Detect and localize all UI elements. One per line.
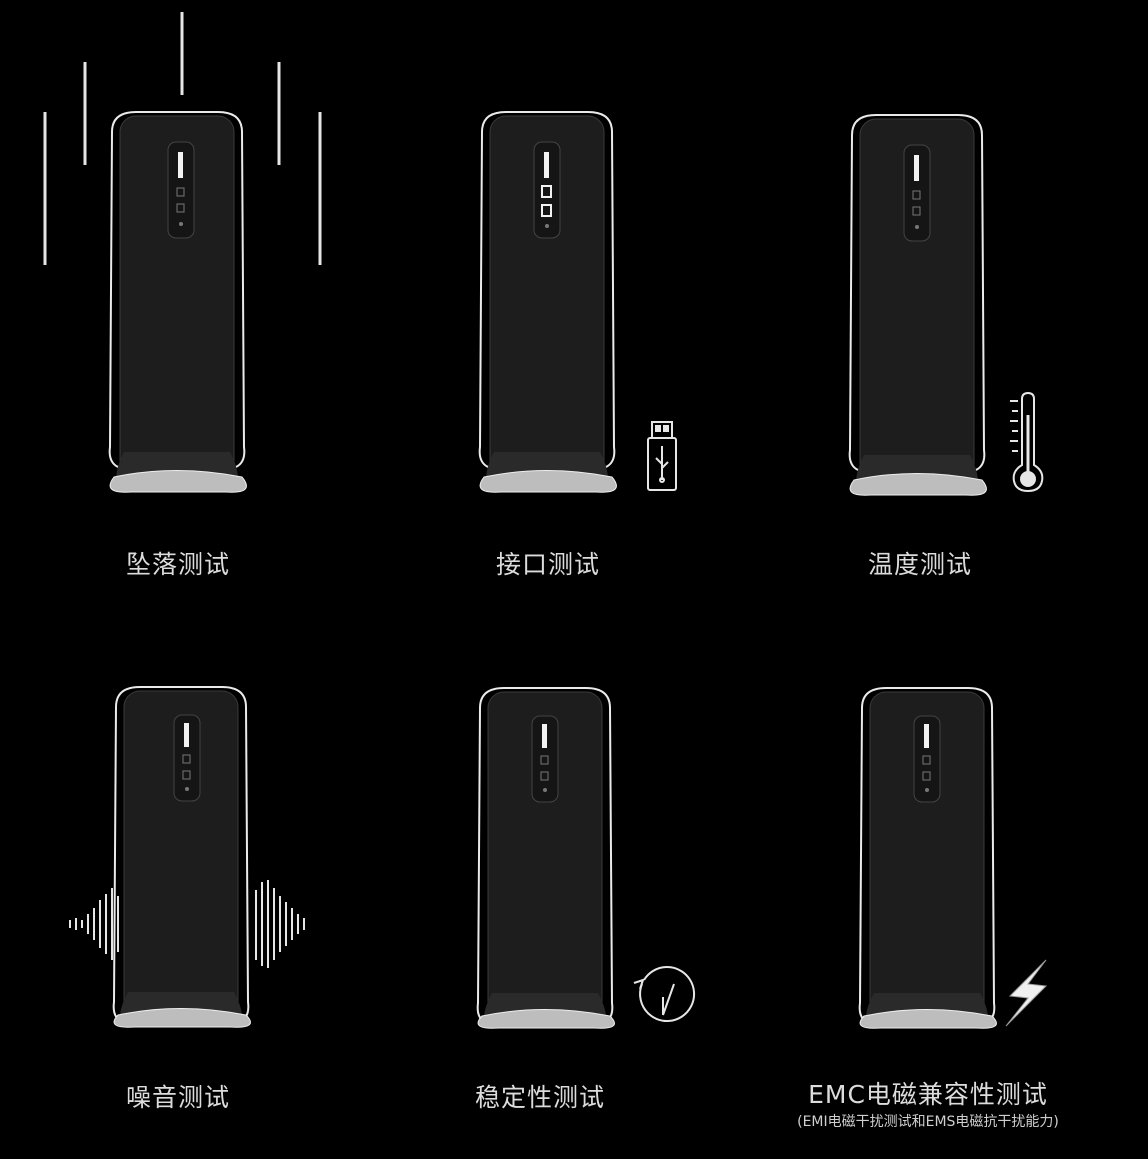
device-interface (478, 111, 677, 493)
device-drop (43, 12, 322, 493)
thermometer-icon (1010, 391, 1044, 493)
tile-stability-test: 稳定性测试 (380, 600, 760, 1159)
tile-emc-test: EMC电磁兼容性测试 (EMI电磁干扰测试和EMS电磁抗干扰能力) (760, 600, 1148, 1159)
test-label: 接口测试 (495, 550, 601, 579)
test-label: 坠落测试 (125, 550, 231, 579)
tile-noise-test: 噪音测试 (0, 600, 380, 1159)
sound-wave-icon (69, 880, 305, 968)
test-label: 稳定性测试 (474, 1083, 606, 1112)
device-noise (69, 686, 305, 1028)
tile-drop-test: 坠落测试 (0, 0, 380, 590)
lightning-icon (1005, 959, 1048, 1027)
device-stability (476, 687, 695, 1029)
test-label: 噪音测试 (125, 1083, 231, 1112)
drop-lines-icon (43, 12, 322, 265)
usb-icon (647, 421, 677, 491)
tile-temperature-test: 温度测试 (760, 0, 1148, 590)
test-sublabel: (EMI电磁干扰测试和EMS电磁抗干扰能力) (797, 1114, 1059, 1130)
device-temperature (848, 114, 1044, 496)
test-label: 温度测试 (867, 550, 973, 579)
device-emc (858, 687, 1048, 1029)
clock-icon (633, 966, 695, 1022)
test-label: EMC电磁兼容性测试 (808, 1080, 1048, 1109)
tile-interface-test: 接口测试 (380, 0, 760, 590)
